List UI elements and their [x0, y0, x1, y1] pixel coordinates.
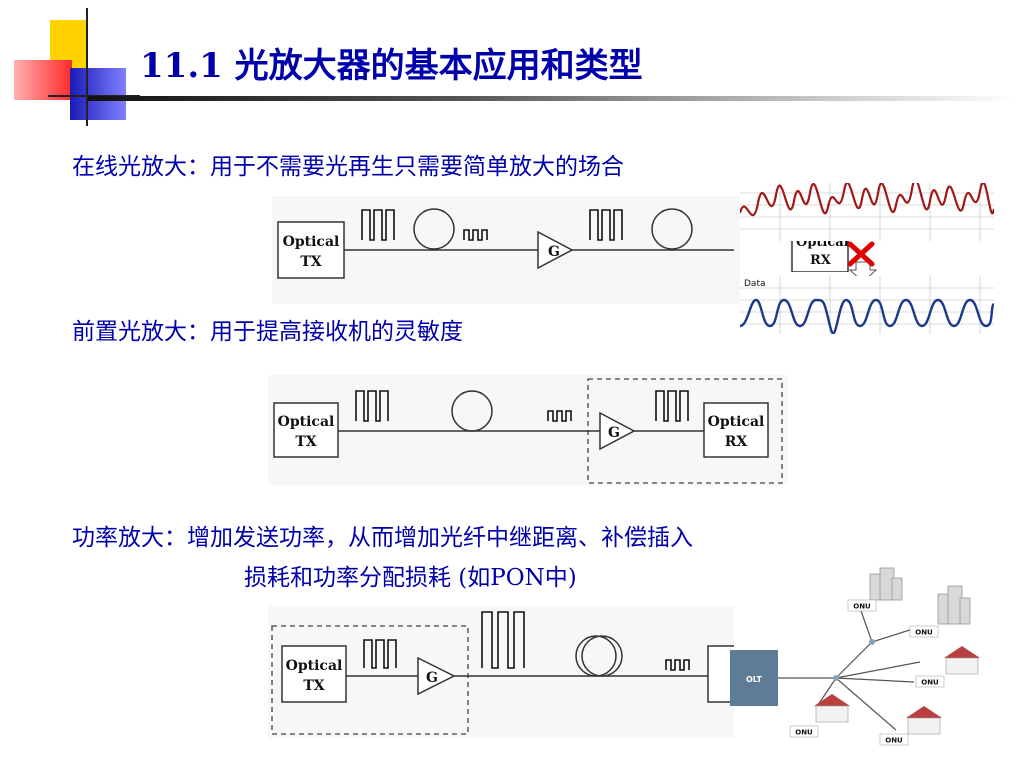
onu-label: ONU	[921, 679, 939, 687]
preamplifier-heading: 前置光放大：用于提高接收机的灵敏度	[72, 319, 463, 345]
tx-label-optical: Optical	[286, 658, 343, 674]
house-icon	[944, 646, 980, 675]
house-icon	[906, 706, 942, 735]
onu-label: ONU	[885, 737, 903, 745]
data-label: Data	[744, 279, 766, 289]
tx-label-optical: Optical	[283, 234, 340, 250]
tx-label-optical: Optical	[278, 414, 335, 430]
header-decoration-vline	[86, 8, 88, 126]
header-decoration-red	[14, 60, 72, 100]
rx-label-rx: RX	[810, 253, 832, 268]
gain-label: G	[426, 670, 438, 686]
slide-title: 11.1 光放大器的基本应用和类型	[140, 46, 643, 86]
booster-heading-line2: 损耗和功率分配损耗 (如PON中)	[244, 565, 577, 591]
onu-label: ONU	[915, 629, 933, 637]
olt-label: OLT	[746, 675, 763, 684]
preamplifier-diagram: Optical TX G Optical RX	[268, 375, 788, 485]
recovered-signal-plot: Data	[740, 276, 994, 334]
inline-amplifier-diagram: Optical TX G	[272, 196, 740, 304]
building-icon	[937, 585, 971, 625]
noisy-signal-plot	[740, 183, 994, 241]
title-rule	[88, 96, 1018, 101]
gain-label: G	[608, 425, 620, 441]
tx-label-tx: TX	[303, 678, 324, 694]
tx-label-tx: TX	[295, 434, 316, 450]
onu-label: ONU	[853, 603, 871, 611]
rx-label-optical: Optical	[708, 414, 765, 430]
header-decoration-blue	[70, 68, 126, 120]
house-icon	[814, 694, 850, 723]
tx-label-tx: TX	[300, 254, 321, 270]
inline-amplifier-heading: 在线光放大：用于不需要光再生只需要简单放大的场合	[72, 154, 624, 180]
rx-label-rx: RX	[725, 434, 748, 450]
onu-label: ONU	[795, 729, 813, 737]
pon-network-diagram: OLT ONU ONU ONU ONU ONU	[730, 566, 1000, 752]
booster-heading-line1: 功率放大：增加发送功率，从而增加光纤中继距离、补偿插入	[72, 525, 693, 551]
building-icon	[869, 567, 903, 601]
gain-label: G	[548, 244, 560, 260]
booster-amplifier-diagram: Optical TX G	[268, 606, 734, 738]
